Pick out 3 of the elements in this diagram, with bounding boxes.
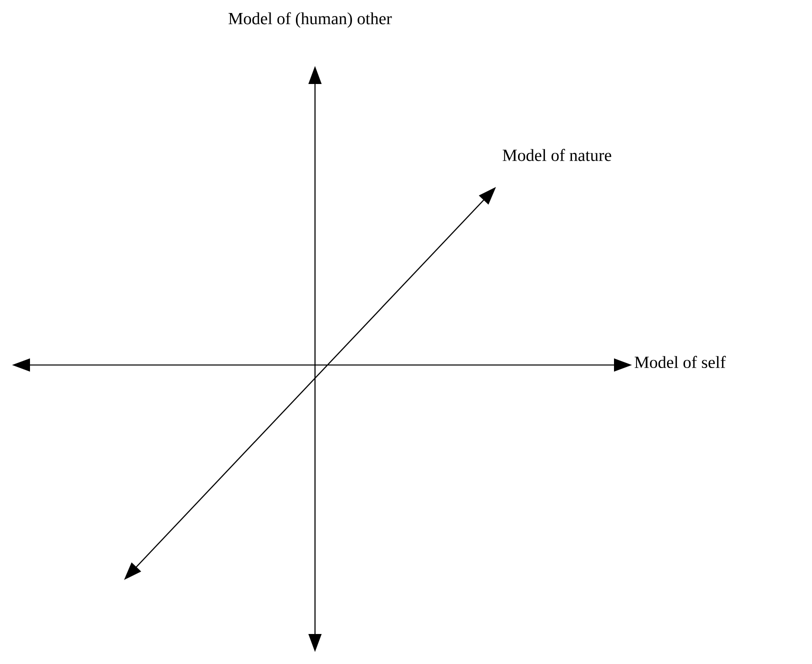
axis-label: Model of (human) other: [228, 12, 392, 28]
axis-label: Model of self: [634, 356, 726, 368]
axis-label: Model of nature: [502, 148, 612, 162]
